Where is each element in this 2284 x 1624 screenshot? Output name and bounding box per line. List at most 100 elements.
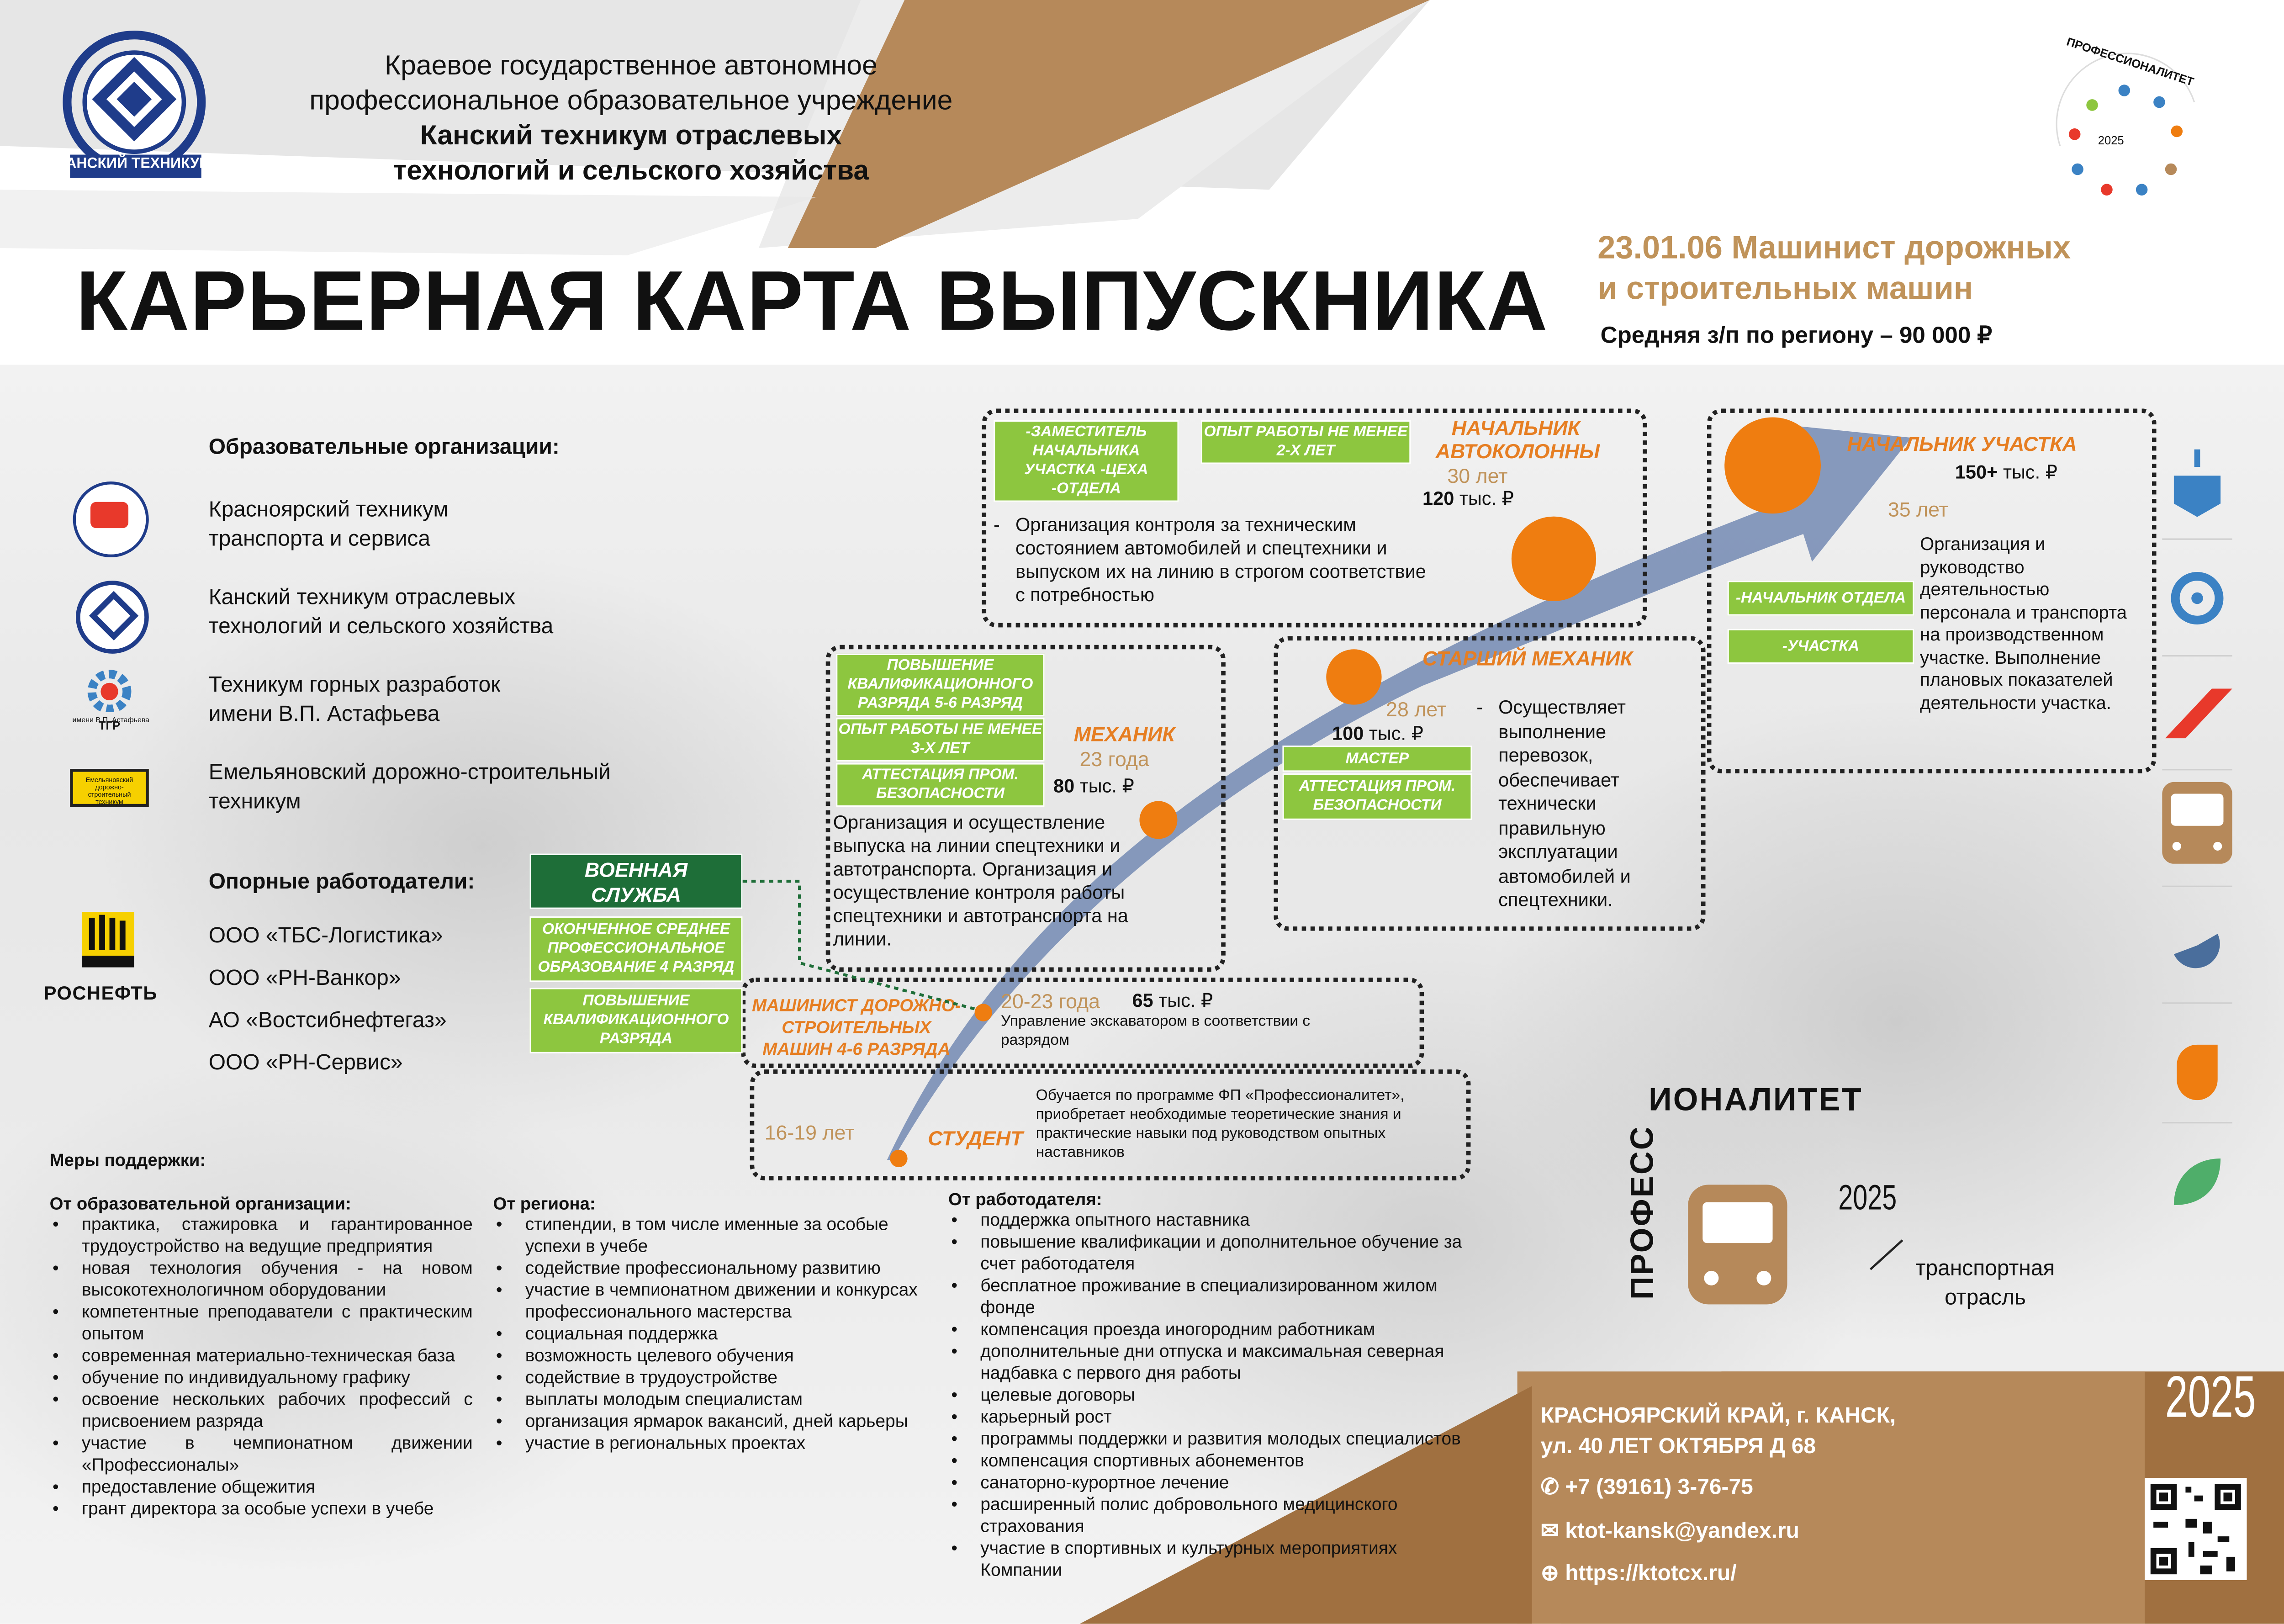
machinist-desc: Управление экскаватором в соответствии с… [1001, 1012, 1311, 1049]
education-org-2-line-1: Канский техникум отраслевых [208, 585, 516, 610]
list-item: карьерный рост [951, 1407, 1476, 1428]
list-item: стипендии, в том числе именные за особые… [496, 1214, 919, 1258]
address-line-1: КРАСНОЯРСКИЙ КРАЙ, г. КАНСК, [1540, 1403, 1896, 1428]
institution-line-3: Канский техникум отраслевых [420, 121, 842, 152]
chief-column-pay-value: 120 [1422, 487, 1454, 509]
senior-mechanic-pay-unit: тыс. ₽ [1369, 722, 1424, 744]
employers-list: ООО «ТБС-Логистика» ООО «РН-Ванкор» АО «… [209, 915, 447, 1084]
drop-icon [2153, 1021, 2241, 1124]
mechanic-req-3: АТТЕСТАЦИЯ ПРОМ. БЕЗОПАСНОСТИ [836, 763, 1045, 807]
site-text: https://ktotcx.ru/ [1565, 1561, 1737, 1586]
institution-line-2: профессиональное образовательное учрежде… [309, 86, 953, 117]
professionalitet-logo-year: 2025 [2098, 134, 2124, 148]
mechanic-req-1: ПОВЫШЕНИЕ КВАЛИФИКАЦИОННОГО РАЗРЯДА 5-6 … [836, 653, 1045, 717]
leaf-icon [2153, 1138, 2241, 1238]
machinist-marker [974, 1004, 992, 1021]
support-edu-title: От образовательной организации: [49, 1193, 351, 1214]
contact-phone[interactable]: ✆ +7 (39161) 3-76-75 [1541, 1474, 1753, 1500]
list-item: современная материально-техническая база [53, 1345, 473, 1367]
logo-caption: КАНСКИЙ ТЕХНИКУМ [57, 156, 211, 172]
contact-email[interactable]: ✉ ktot-kansk@yandex.ru [1541, 1518, 1799, 1544]
list-item: участие в чемпионатном движении и конкур… [496, 1280, 919, 1323]
list-item: участие в чемпионатном движении «Професс… [53, 1433, 473, 1476]
student-box [750, 1069, 1471, 1180]
student-age: 16-19 лет [764, 1120, 855, 1144]
education-org-4-line-2: техникум [208, 789, 301, 815]
education-org-2-line-2: технологий и сельского хозяйства [208, 614, 554, 639]
senior-mechanic-age: 28 лет [1386, 697, 1447, 721]
support-region-title: От региона: [493, 1193, 596, 1214]
institution-name: Краевое государственное автономное профе… [263, 50, 999, 190]
chief-section-pay-value: 150+ [1955, 461, 1998, 483]
chief-section-req-1: -НАЧАЛЬНИК ОТДЕЛА [1727, 581, 1914, 616]
bus-icon [2153, 773, 2241, 887]
mechanic-box [825, 645, 1226, 972]
chief-section-box [1707, 408, 2157, 773]
list-item: участие в региональных проектах [496, 1433, 919, 1455]
education-org-1-line-2: транспорта и сервиса [208, 526, 431, 552]
list-item: целевые договоры [951, 1385, 1476, 1407]
ship-icon [2153, 438, 2241, 540]
mechanic-pay-value: 80 [1053, 774, 1075, 797]
kansk-logo-small [76, 581, 149, 654]
list-item: повышение квалификации и дополнительное … [951, 1232, 1476, 1275]
senior-mechanic-marker [1326, 649, 1382, 705]
employer-1: ООО «ТБС-Логистика» [208, 923, 443, 949]
senior-mechanic-req-2: АТТЕСТАЦИЯ ПРОМ. БЕЗОПАСНОСТИ [1282, 773, 1472, 820]
tgr-logo-subtext: имени В.П. Астафьева [72, 716, 150, 725]
list-item: практика, стажировка и гарантированное т… [53, 1214, 473, 1258]
machinist-role: МАШИНИСТ ДОРОЖНО-СТРОИТЕЛЬНЫХ МАШИН 4-6 … [752, 995, 961, 1059]
support-heading: Меры поддержки: [49, 1149, 206, 1170]
air-icon [2153, 902, 2241, 1004]
list-item: участие в спортивных и культурных меропр… [951, 1538, 1476, 1582]
professionalitet-logo [2056, 53, 2195, 196]
mechanic-age: 23 года [1079, 747, 1149, 771]
chief-column-desc-mark: - [994, 513, 1000, 536]
mail-icon: ✉ [1540, 1518, 1559, 1544]
list-item: организация ярмарок вакансий, дней карье… [496, 1411, 919, 1433]
military-connector [742, 879, 978, 1011]
machinist-age: 20-23 года [1001, 989, 1100, 1013]
address-line-2: ул. 40 ЛЕТ ОКТЯБРЯ Д 68 [1540, 1434, 1816, 1459]
employer-2: ООО «РН-Ванкор» [208, 966, 401, 991]
education-org-1-line-1: Красноярский техникум [208, 497, 449, 523]
chief-section-role: НАЧАЛЬНИК УЧАСТКА [1847, 432, 2077, 455]
chief-column-marker [1511, 516, 1597, 601]
email-text: ktot-kansk@yandex.ru [1565, 1518, 1799, 1544]
list-item: бесплатное проживание в специализированн… [951, 1275, 1476, 1319]
support-region: От региона: стипендии, в том числе именн… [493, 1194, 920, 1455]
machinist-pay-unit: тыс. ₽ [1158, 989, 1213, 1011]
machinist-box [741, 977, 1424, 1068]
support-edu: От образовательной организации: практика… [50, 1194, 473, 1520]
support-employer-list: поддержка опытного наставника повышение … [948, 1210, 1476, 1582]
header-decor [0, 0, 1430, 255]
contact-site[interactable]: ⊕ https://ktotcx.ru/ [1541, 1560, 1737, 1586]
senior-mechanic-role: СТАРШИЙ МЕХАНИК [1422, 646, 1633, 670]
list-item: новая технология обучения - на новом выс… [53, 1258, 473, 1301]
list-item: компенсация проезда иногородним работник… [951, 1319, 1476, 1341]
chief-column-pay-unit: тыс. ₽ [1459, 487, 1514, 509]
profession-line-2: и строительных машин [1597, 270, 1973, 307]
senior-mechanic-desc: Осуществляет выполнение перевозок, обесп… [1498, 696, 1631, 910]
education-org-4-line-1: Емельяновский дорожно-строительный [208, 760, 611, 785]
sector-bus-icon [1688, 1185, 1787, 1305]
chief-section-marker [1724, 417, 1821, 514]
education-org-3-line-1: Техникум горных разработок [208, 672, 501, 698]
rail-icon [2153, 668, 2241, 771]
page-title: КАРЬЕРНАЯ КАРТА ВЫПУСКНИКА [76, 254, 1549, 349]
phone-text: +7 (39161) 3-76-75 [1565, 1475, 1753, 1500]
list-item: обучение по индивидуальному графику [53, 1367, 473, 1389]
list-item: компетентные преподаватели с практически… [53, 1301, 473, 1345]
chief-column-age: 30 лет [1447, 464, 1508, 487]
education-org-3-line-2: имени В.П. Астафьева [208, 702, 440, 727]
chief-section-pay: 150+ тыс. ₽ [1955, 461, 2057, 484]
list-item: выплаты молодым специалистам [496, 1389, 919, 1411]
qr-code-icon[interactable] [2145, 1478, 2247, 1580]
list-item: расширенный полис добровольного медицинс… [951, 1494, 1476, 1538]
sector-line-2: отрасль [1945, 1285, 2026, 1311]
sector-line-1: транспортная [1915, 1256, 2055, 1281]
footer-year: 2025 [2165, 1365, 2256, 1430]
support-edu-list: практика, стажировка и гарантированное т… [50, 1214, 473, 1520]
list-item: предоставление общежития [53, 1476, 473, 1498]
